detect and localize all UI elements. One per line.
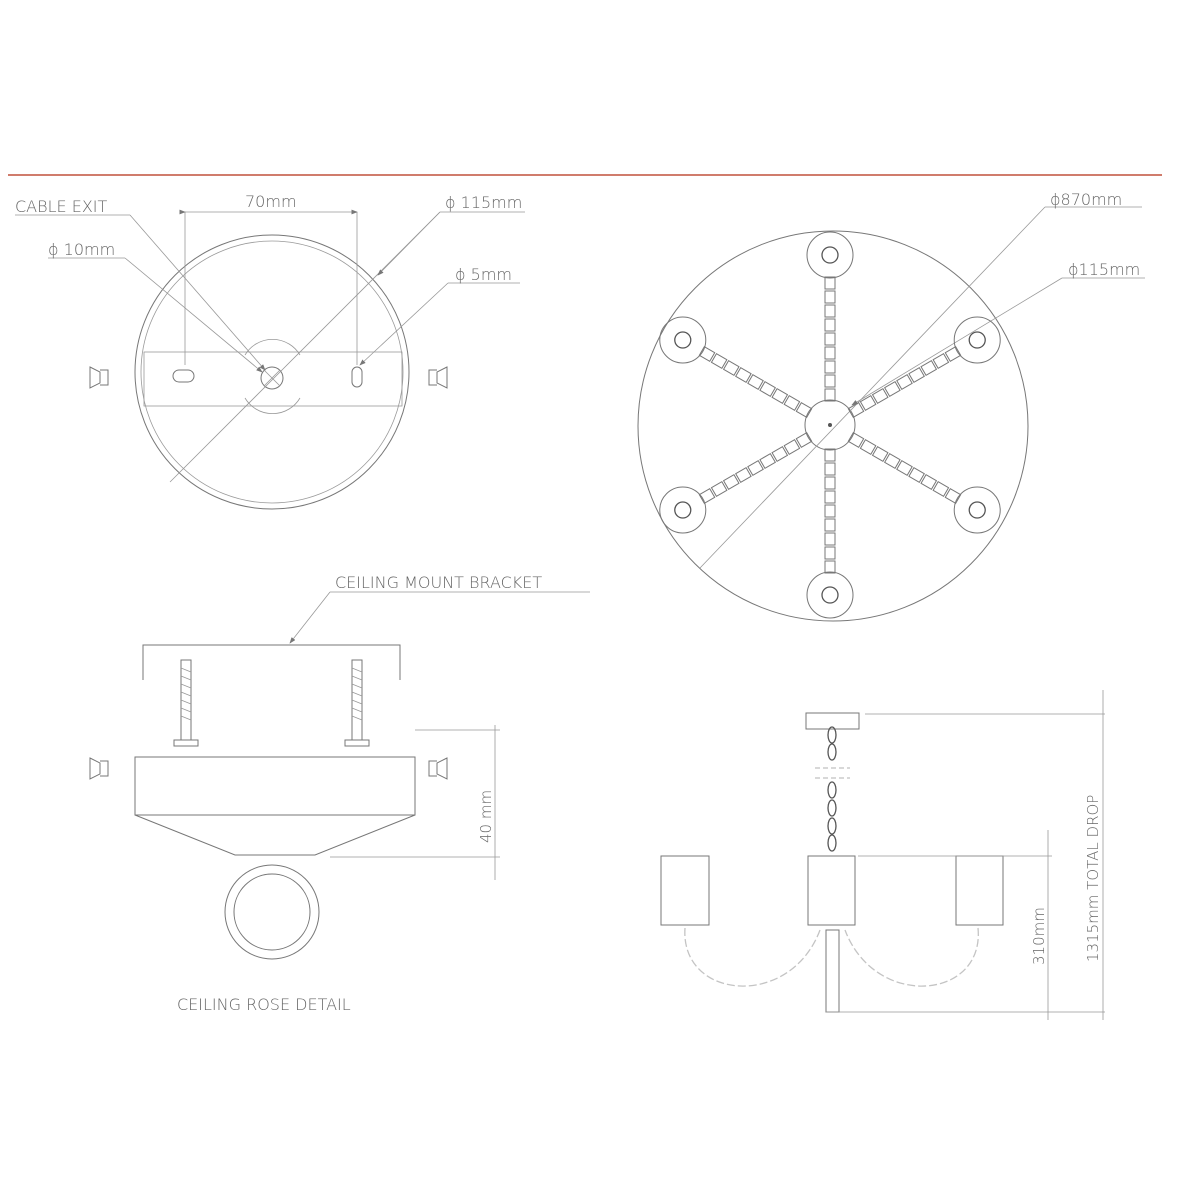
chandelier-arm [659,431,813,534]
width-70mm-label: 70mm [245,192,297,211]
chain-link [827,799,837,817]
lamp-holder [953,316,1001,364]
chandelier-arm [659,316,813,419]
chain-link [827,834,837,852]
height-40mm-label: 40 mm [477,790,495,843]
dia-5mm-label: ϕ 5mm [455,265,512,284]
chain-link [827,817,837,835]
chandelier-elevation: 310mm 1315mm TOTAL DROP [660,690,1105,1020]
chain-link [827,743,837,761]
dia-10mm-label: ϕ 10mm [48,240,115,259]
lamp-holder [806,571,854,619]
chain-link [827,726,837,744]
chandelier-arm [847,431,1001,534]
chandelier-arm [847,316,1001,419]
ceiling-rose-detail-title: CEILING ROSE DETAIL [177,995,351,1014]
lamp-holder [806,231,854,279]
chandelier-arm [806,231,854,402]
dia-870mm-label: ϕ870mm [1050,190,1122,209]
lamp-holder [659,486,707,534]
ceiling-rose-plan: CABLE EXIT 70mm ϕ 115mm ϕ 10mm ϕ 5mm [15,192,525,510]
lamp-holder [953,486,1001,534]
ceiling-rose-detail: 40 mm CEILING MOUNT BRACKET CEILING ROSE… [89,573,590,1014]
screw-left [173,659,199,747]
lamp-holder [659,316,707,364]
screw-right [344,659,370,747]
dia-115mm-label: ϕ 115mm [445,193,522,212]
chain-link [827,781,837,799]
dia-115mm-canopy-label: ϕ115mm [1068,260,1140,279]
height-310mm-label: 310mm [1030,907,1048,965]
total-drop-label: 1315mm TOTAL DROP [1084,795,1102,962]
cable-exit-label: CABLE EXIT [15,197,107,216]
chandelier-arm [806,448,854,619]
chandelier-plan: ϕ870mm ϕ115mm [637,190,1145,622]
ceiling-mount-bracket-label: CEILING MOUNT BRACKET [335,573,542,592]
